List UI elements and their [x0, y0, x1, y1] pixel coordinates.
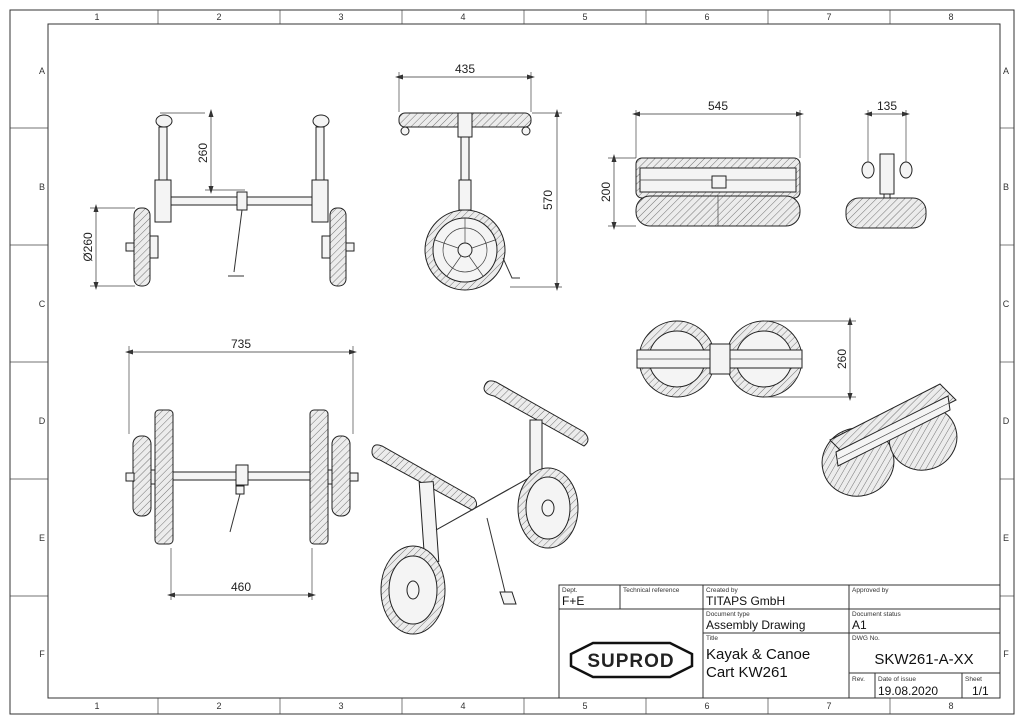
created-by-value: TITAPS GmbH	[706, 594, 785, 608]
dim-folded-height-label: 200	[599, 182, 613, 202]
dim-top-axle: 460	[167, 548, 316, 600]
title-block	[558, 584, 1001, 699]
dim-side-height-label: 260	[196, 143, 210, 163]
zone-row-d-left: D	[39, 416, 46, 426]
doc-status-value: A1	[852, 618, 867, 632]
dim-front-height: 570	[510, 109, 562, 291]
zone-col-3-bottom: 3	[338, 701, 343, 711]
zone-row-c-left: C	[39, 299, 46, 309]
dim-wheel-diameter-label: Ø260	[81, 232, 95, 262]
zone-col-4-top: 4	[460, 12, 465, 22]
zone-col-3-top: 3	[338, 12, 343, 22]
zone-row-a-left: A	[39, 66, 45, 76]
folded-side-view	[635, 157, 801, 227]
dept-value: F+E	[562, 594, 584, 608]
zone-col-1-top: 1	[94, 12, 99, 22]
zone-col-5-bottom: 5	[582, 701, 587, 711]
dim-folded-length-label: 545	[708, 99, 728, 113]
zone-col-5-top: 5	[582, 12, 587, 22]
title-label: Title	[706, 635, 718, 642]
zone-col-2-bottom: 2	[216, 701, 221, 711]
zone-row-a-right: A	[1003, 66, 1009, 76]
date-value: 19.08.2020	[878, 684, 938, 698]
title-line-2: Cart KW261	[706, 664, 788, 681]
side-view	[125, 114, 355, 287]
zone-row-d-right: D	[1003, 416, 1010, 426]
zone-col-8-top: 8	[948, 12, 953, 22]
doc-status-label: Document status	[852, 611, 902, 618]
zone-col-6-top: 6	[704, 12, 709, 22]
dim-folded-depth-label: 135	[877, 99, 897, 113]
zone-row-b-right: B	[1003, 182, 1009, 192]
zone-col-1-bottom: 1	[94, 701, 99, 711]
dim-folded-wheel-height-label: 260	[835, 349, 849, 369]
dim-side-height: 260	[160, 109, 245, 194]
dim-front-height-label: 570	[541, 190, 555, 210]
folded-end-view	[845, 153, 927, 229]
dim-front-width: 435	[395, 62, 535, 112]
isometric-view	[371, 380, 589, 635]
zone-col-4-bottom: 4	[460, 701, 465, 711]
dwg-no-value: SKW261-A-XX	[874, 651, 973, 668]
folded-iso-view	[821, 383, 958, 497]
zone-row-c-right: C	[1003, 299, 1010, 309]
dwg-no-label: DWG No.	[852, 635, 880, 642]
dim-folded-length: 545	[632, 99, 804, 158]
dim-front-width-label: 435	[455, 62, 475, 76]
rev-label: Rev.	[852, 676, 865, 683]
suprod-logo: SUPROD	[569, 641, 694, 679]
dim-folded-height: 200	[599, 154, 636, 230]
dept-label: Dept.	[562, 587, 578, 594]
zone-col-2-top: 2	[216, 12, 221, 22]
folded-top-view	[636, 320, 803, 398]
title-line-1: Kayak & Canoe	[706, 646, 810, 663]
sheet-label: Sheet	[965, 676, 982, 683]
zone-row-e-right: E	[1003, 533, 1009, 543]
dim-folded-wheel-height: 260	[764, 317, 856, 401]
sheet-value: 1/1	[972, 684, 989, 698]
front-view	[398, 112, 532, 291]
zone-row-b-left: B	[39, 182, 45, 192]
top-view	[125, 409, 359, 545]
zone-col-6-bottom: 6	[704, 701, 709, 711]
created-by-label: Created by	[706, 587, 739, 594]
zone-col-7-top: 7	[826, 12, 831, 22]
zone-row-f-left: F	[39, 649, 45, 659]
dim-wheel-diameter: Ø260	[81, 204, 135, 290]
tech-ref-label: Technical reference	[623, 587, 680, 594]
zone-row-f-right: F	[1003, 649, 1009, 659]
date-label: Date of issue	[878, 676, 916, 683]
dim-folded-depth: 135	[864, 99, 910, 162]
zone-col-7-bottom: 7	[826, 701, 831, 711]
logo-text: SUPROD	[587, 651, 674, 672]
approved-by-label: Approved by	[852, 587, 889, 594]
doc-type-value: Assembly Drawing	[706, 618, 805, 632]
doc-type-label: Document type	[706, 611, 750, 618]
zone-col-8-bottom: 8	[948, 701, 953, 711]
zone-row-e-left: E	[39, 533, 45, 543]
dim-top-axle-label: 460	[231, 580, 251, 594]
dim-top-width: 735	[125, 337, 357, 434]
dim-top-width-label: 735	[231, 337, 251, 351]
zone-ticks	[10, 10, 1014, 714]
